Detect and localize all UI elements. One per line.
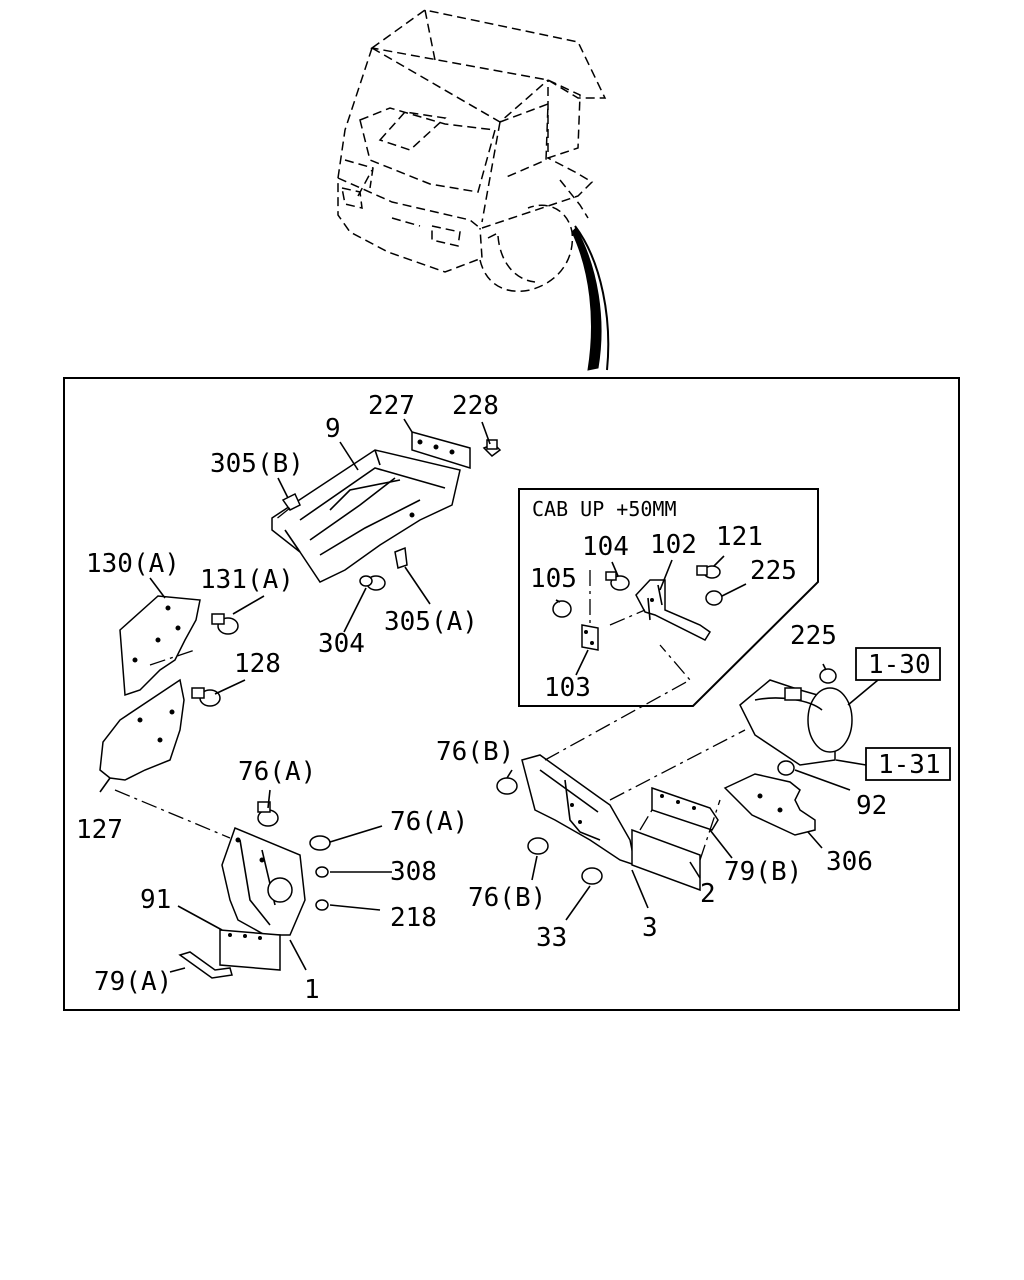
part-102-bracket (635, 579, 712, 641)
bolt-104 (605, 571, 630, 591)
bolt-76b-2 (527, 837, 549, 855)
callout-76a-2: 76(A) (390, 807, 468, 837)
bolt-33 (581, 867, 603, 885)
callout-79a: 79(A) (94, 967, 172, 997)
part-130a-shield (119, 595, 201, 697)
inset-box: CAB UP +50MM (518, 488, 819, 707)
callout-104: 104 (582, 532, 629, 562)
bolt-131a (211, 613, 239, 635)
diagram-frame (63, 377, 960, 1011)
nut-92 (777, 760, 795, 776)
nut-225-inset (705, 590, 723, 606)
part-2-mudflap (631, 828, 701, 892)
callout-228: 228 (452, 391, 499, 421)
callout-9: 9 (325, 414, 341, 444)
callout-92: 92 (856, 791, 887, 821)
callout-91: 91 (140, 885, 171, 915)
nut-105 (552, 600, 572, 618)
callout-2: 2 (700, 879, 716, 909)
part-306-bracket (723, 773, 816, 836)
part-79a-strip (178, 951, 233, 979)
part-91-mudflap (219, 929, 281, 971)
part-103-plate (581, 624, 599, 651)
part-127-shield (99, 678, 185, 781)
callout-306: 306 (826, 847, 873, 877)
callout-130a: 130(A) (86, 549, 180, 579)
callout-304: 304 (318, 629, 365, 659)
callout-131a: 131(A) (200, 565, 294, 595)
bolt-308 (315, 866, 329, 878)
callout-76b-1: 76(B) (436, 737, 514, 767)
callout-33: 33 (536, 923, 567, 953)
bolt-128 (191, 687, 221, 707)
callout-79b: 79(B) (724, 857, 802, 887)
ref-box-1-31[interactable]: 1-31 (865, 747, 951, 781)
callout-102: 102 (650, 530, 697, 560)
assembly-lines (114, 507, 746, 861)
part-9-panel (271, 449, 461, 583)
bolt-228 (482, 439, 502, 457)
callout-227: 227 (368, 391, 415, 421)
part-3-bracket (521, 754, 636, 867)
bolt-121 (696, 565, 721, 579)
callout-128: 128 (234, 649, 281, 679)
truck-cab-illustration (337, 9, 607, 292)
part-1-bracket (221, 827, 306, 936)
svg-text:1-31: 1-31 (878, 750, 941, 780)
callout-225-a: 225 (790, 621, 837, 651)
part-79b-strip (651, 786, 719, 831)
callout-305b: 305(B) (210, 449, 304, 479)
bolt-218 (315, 899, 329, 911)
callout-305a: 305(A) (384, 607, 478, 637)
callout-3: 3 (642, 913, 658, 943)
leader-lines (99, 418, 879, 973)
callout-121: 121 (716, 522, 763, 552)
callout-218: 218 (390, 903, 437, 933)
callout-105: 105 (530, 564, 577, 594)
callout-225-b: 225 (750, 556, 797, 586)
callout-103: 103 (544, 673, 591, 703)
bolt-76a-1 (257, 801, 279, 827)
callout-76b-2: 76(B) (468, 883, 546, 913)
callout-308: 308 (390, 857, 437, 887)
bushing-304 (359, 575, 386, 591)
callout-1: 1 (304, 975, 320, 1005)
horn-assembly (739, 679, 853, 766)
inset-title: CAB UP +50MM (532, 497, 677, 521)
part-227-strip (411, 431, 471, 470)
callout-127: 127 (76, 815, 123, 845)
nut-225 (819, 668, 837, 684)
callout-swoosh (571, 227, 602, 371)
ref-box-1-30[interactable]: 1-30 (855, 647, 941, 681)
clip-305a (394, 546, 408, 569)
bolt-76b-1 (496, 777, 518, 795)
callout-76a-1: 76(A) (238, 757, 316, 787)
callout-labels: 9 227 228 305(B) 305(A) 304 130(A) 131(A… (76, 391, 887, 1005)
svg-text:1-30: 1-30 (868, 650, 931, 680)
bolt-76a-2 (309, 835, 331, 851)
